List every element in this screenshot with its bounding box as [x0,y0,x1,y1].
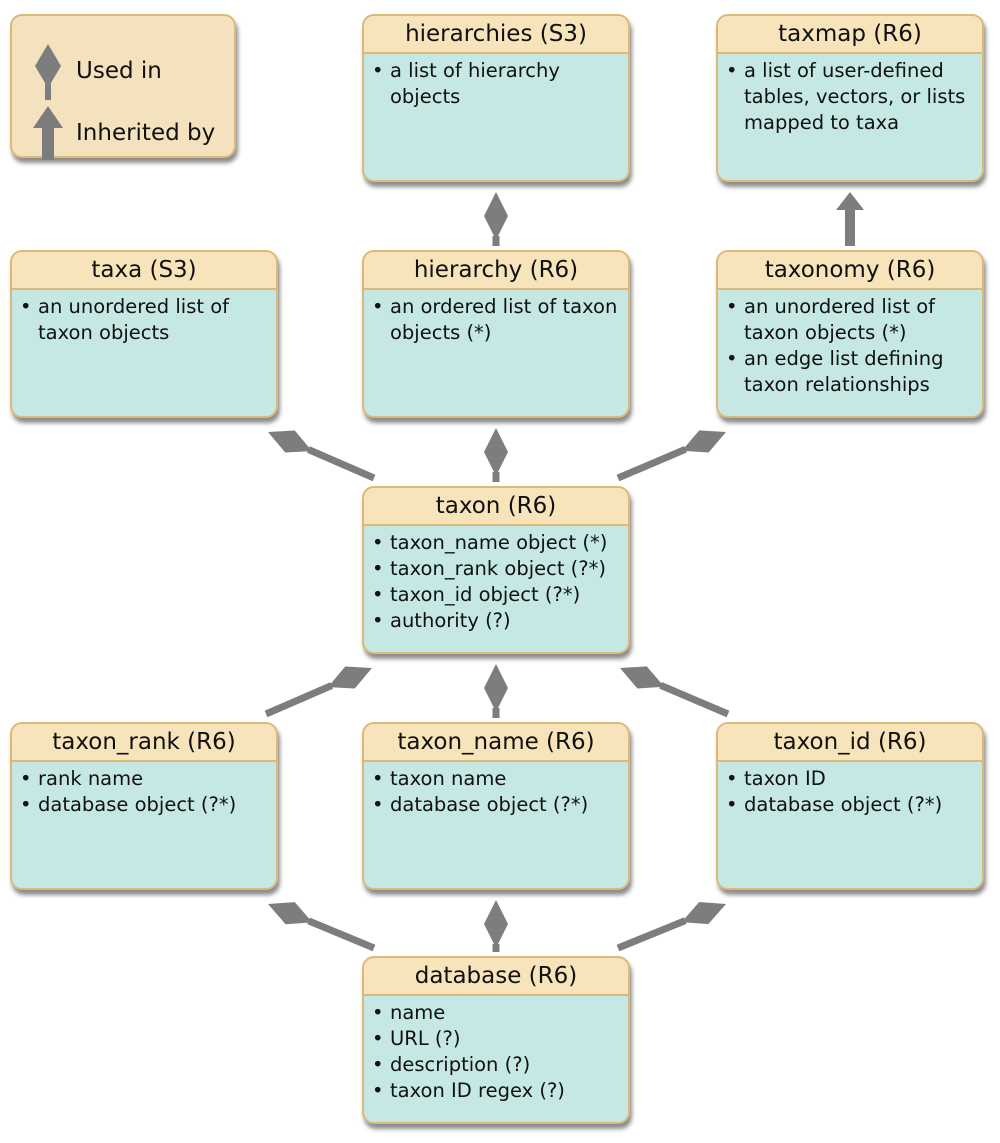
node-items: name URL (?) description (?) taxon ID re… [364,996,628,1104]
node-item: rank name [20,766,270,792]
node-item: database object (?*) [20,792,270,818]
connector-used-in-database-to-taxon_id [616,901,727,952]
node-items: an ordered list of taxon objects (*) [364,290,628,346]
node-item: taxon_name object (*) [372,530,622,556]
node-hierarchies: hierarchies (S3) a list of hierarchy obj… [362,14,630,182]
node-title: taxon_rank (R6) [12,724,276,762]
node-title: database (R6) [364,958,628,996]
node-items: rank name database object (?*) [12,762,276,818]
connector-used-in-taxon-to-hierarchy [484,428,508,482]
node-item: taxon_rank object (?*) [372,556,622,582]
diamond-icon [35,44,61,100]
node-item: taxon_id object (?*) [372,582,622,608]
node-items: a list of user-defined tables, vectors, … [718,54,982,136]
node-item: authority (?) [372,608,622,634]
node-item: name [372,1000,622,1026]
node-taxon: taxon (R6) taxon_name object (*) taxon_r… [362,486,630,654]
node-items: taxon_name object (*) taxon_rank object … [364,526,628,634]
connector-used-in-hierarchy-to-hierarchies [484,192,508,246]
node-database: database (R6) name URL (?) description (… [362,956,630,1124]
node-title: taxmap (R6) [718,16,982,54]
node-items: taxon ID database object (?*) [718,762,982,818]
node-item: an unordered list of taxon objects [20,294,270,346]
legend-inherited-by-label: Inherited by [76,120,216,146]
node-item: an unordered list of taxon objects (*) [726,294,976,346]
node-item: an ordered list of taxon objects (*) [372,294,622,346]
node-items: an unordered list of taxon objects [12,290,276,346]
legend-used-in-label: Used in [76,58,162,84]
connector-used-in-taxon_id-to-taxon [620,666,730,718]
node-title: taxonomy (R6) [718,252,982,290]
node-item: taxon ID [726,766,976,792]
node-item: a list of hierarchy objects [372,58,622,110]
node-title: taxon_name (R6) [364,724,628,762]
node-items: an unordered list of taxon objects (*) a… [718,290,982,398]
node-taxon-id: taxon_id (R6) taxon ID database object (… [716,722,984,890]
node-item: URL (?) [372,1026,622,1052]
node-title: taxon_id (R6) [718,724,982,762]
connector-used-in-taxon-to-taxonomy [616,430,727,482]
node-item: a list of user-defined tables, vectors, … [726,58,976,136]
arrow-up-icon [33,106,63,160]
node-items: a list of hierarchy objects [364,54,628,110]
node-title: hierarchy (R6) [364,252,628,290]
node-item: an edge list defining taxon relationship… [726,346,976,398]
node-item: database object (?*) [372,792,622,818]
node-taxonomy: taxonomy (R6) an unordered list of taxon… [716,250,984,418]
node-item: database object (?*) [726,792,976,818]
node-title: hierarchies (S3) [364,16,628,54]
node-items: taxon name database object (?*) [364,762,628,818]
node-item: taxon name [372,766,622,792]
node-hierarchy: hierarchy (R6) an ordered list of taxon … [362,250,630,418]
connector-used-in-taxon-to-taxa [268,430,376,482]
node-taxmap: taxmap (R6) a list of user-defined table… [716,14,984,182]
node-title: taxa (S3) [12,252,276,290]
connector-used-in-taxon_name-to-taxon [484,664,508,718]
connector-used-in-database-to-taxon_rank [268,902,376,952]
node-taxon-rank: taxon_rank (R6) rank name database objec… [10,722,278,890]
connector-used-in-taxon_rank-to-taxon [264,666,373,718]
node-taxa: taxa (S3) an unordered list of taxon obj… [10,250,278,418]
node-item: taxon ID regex (?) [372,1078,622,1104]
node-title: taxon (R6) [364,488,628,526]
connector-used-in-database-to-taxon_name [484,900,508,952]
node-taxon-name: taxon_name (R6) taxon name database obje… [362,722,630,890]
legend: Used in Inherited by [10,14,236,160]
node-item: description (?) [372,1052,622,1078]
connector-inherited-by-taxonomy-to-taxmap [836,192,864,246]
